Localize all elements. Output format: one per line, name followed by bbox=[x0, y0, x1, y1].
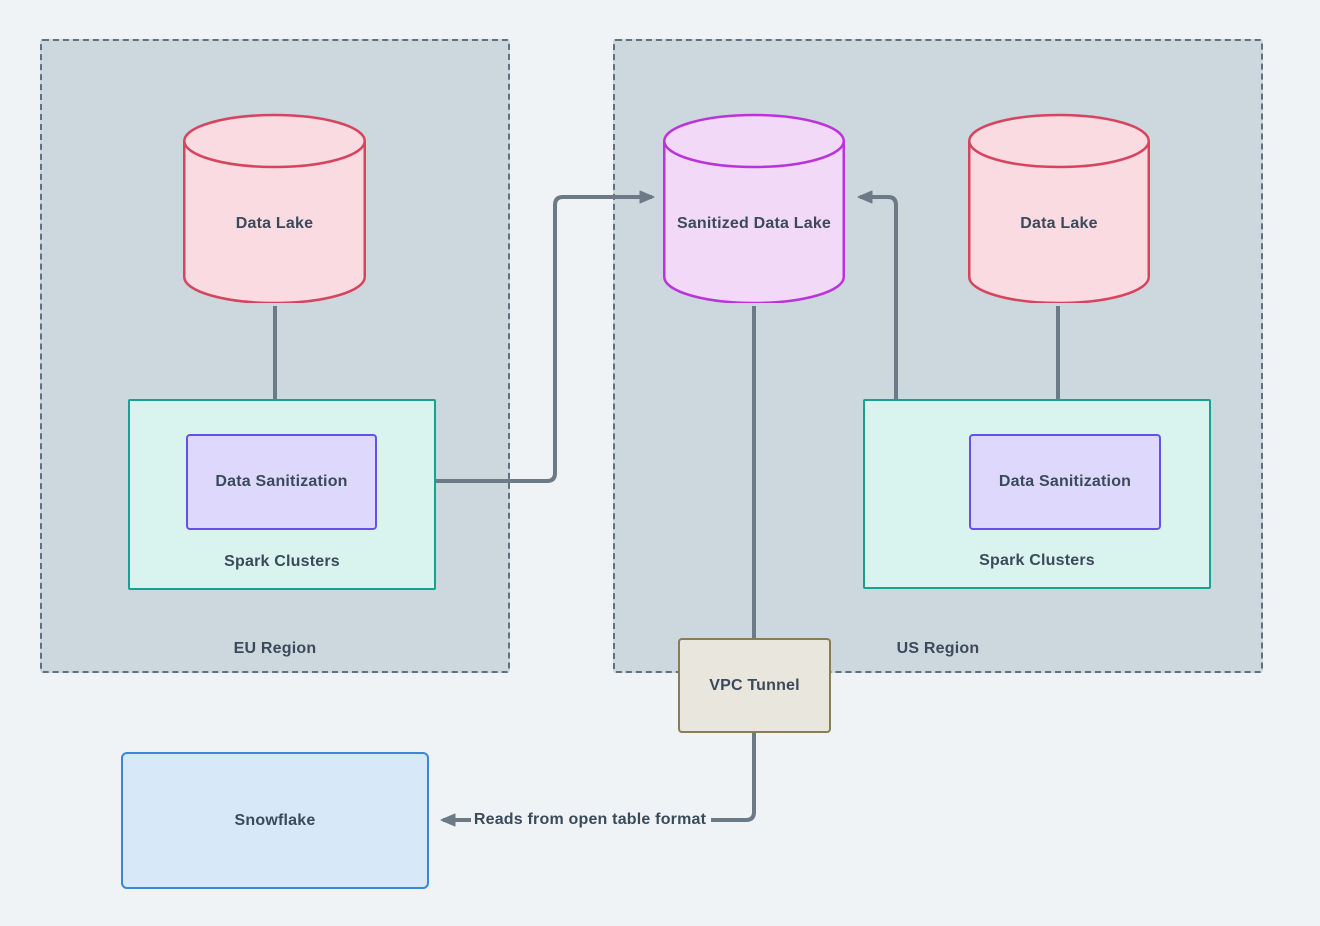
us-data-lake-node: Data Lake bbox=[968, 113, 1150, 305]
sanitized-data-lake-label: Sanitized Data Lake bbox=[676, 215, 832, 232]
vpc-tunnel-box: VPC Tunnel bbox=[678, 638, 831, 733]
us-data-lake-label: Data Lake bbox=[1020, 215, 1098, 232]
database-cylinder-icon bbox=[968, 113, 1150, 305]
eu-data-lake-label: Data Lake bbox=[235, 215, 314, 232]
us-region-label: US Region bbox=[896, 640, 980, 657]
snowflake-box: Snowflake bbox=[121, 752, 429, 889]
eu-spark-clusters-label: Spark Clusters bbox=[224, 553, 340, 570]
us-data-sanitization-label: Data Sanitization bbox=[998, 473, 1132, 490]
eu-data-sanitization-label: Data Sanitization bbox=[215, 473, 348, 490]
sanitized-data-lake-node: Sanitized Data Lake bbox=[663, 113, 845, 305]
reads-from-open-table-format-label: Reads from open table format bbox=[473, 811, 707, 828]
snowflake-label: Snowflake bbox=[234, 811, 316, 829]
database-cylinder-icon bbox=[183, 113, 366, 305]
us-data-sanitization-box: Data Sanitization bbox=[969, 434, 1161, 530]
eu-region-label: EU Region bbox=[233, 640, 317, 657]
us-spark-clusters-label: Spark Clusters bbox=[979, 552, 1095, 569]
eu-data-lake-node: Data Lake bbox=[183, 113, 366, 305]
vpc-tunnel-label: VPC Tunnel bbox=[709, 676, 800, 694]
eu-data-sanitization-box: Data Sanitization bbox=[186, 434, 377, 530]
